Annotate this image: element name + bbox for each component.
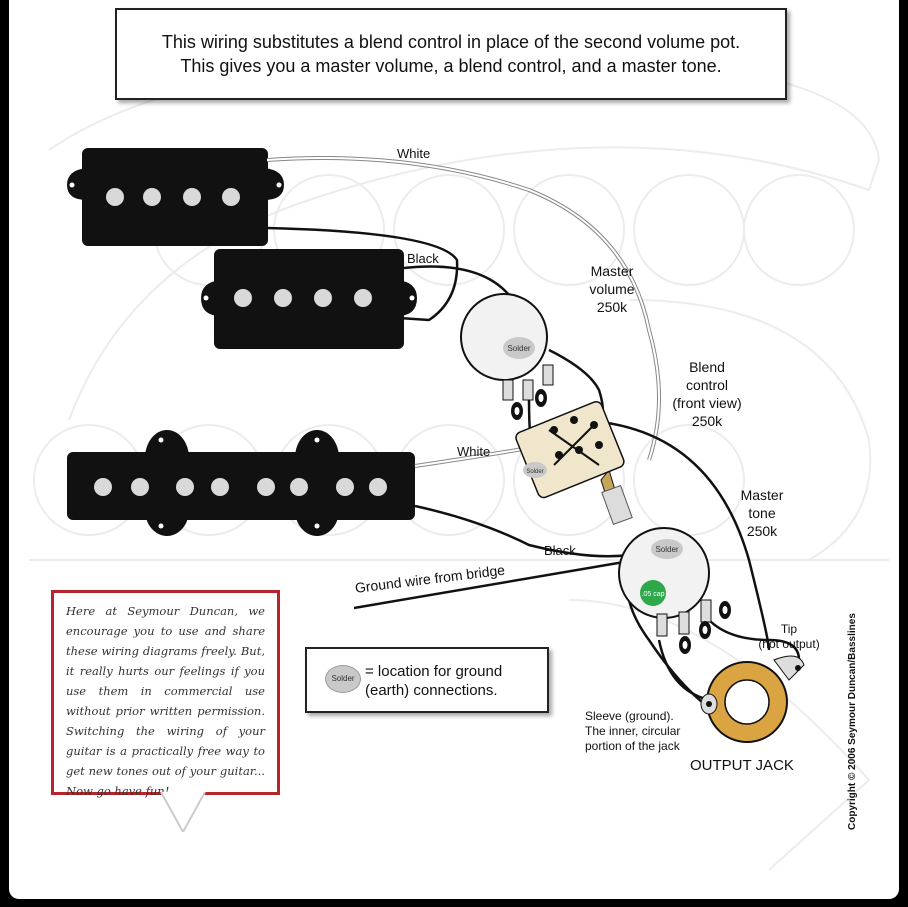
header-line-2: This gives you a master volume, a blend … [180,56,722,76]
pickup-p-upper [67,148,284,246]
master-volume-solder-tag: Solder [507,344,530,353]
legend-solder-chip: Solder [325,665,361,693]
cap-tag: .05 cap [642,591,665,598]
label-black-top: Black [407,251,439,266]
note-box: Here at Seymour Duncan, we encourage you… [51,590,280,798]
blend-solder-tag: Solder [526,469,543,475]
label-tip: Tip (hot output) [758,622,820,651]
wiring-diagram: Solder Solder Solder .05 cap [29,55,889,871]
pickup-j [67,430,415,536]
label-sleeve: Sleeve (ground). The inner, circular por… [585,709,681,753]
white-wires [266,156,661,468]
label-master-volume: Master volume 250k [589,263,635,315]
header-line-1: This wiring substitutes a blend control … [161,32,741,52]
note-tail [160,792,206,832]
label-white-mid: White [457,444,491,459]
diagram-canvas: Solder Solder Solder .05 cap [9,0,899,899]
copyright-text: Copyright © 2006 Seymour Duncan/Bassline… [847,613,858,830]
legend-text: = location for ground (earth) connection… [365,663,503,699]
label-master-tone: Master tone 250k [740,487,784,539]
master-volume-pot: Solder [460,293,554,420]
legend-box: Solder = location for ground (earth) con… [305,647,549,713]
header-box: This wiring substitutes a blend control … [115,8,787,100]
master-tone-solder-tag: Solder [655,545,678,554]
label-white-top: White [397,146,431,161]
blend-control-pot: Solder [515,401,633,526]
note-text: Here at Seymour Duncan, we encourage you… [66,604,265,798]
pickup-p-lower [201,249,417,349]
master-tone-pot: Solder .05 cap [618,527,731,654]
label-output-jack: OUTPUT JACK [690,757,794,774]
label-blend-control: Blend control (front view) 250k [672,359,742,429]
label-black-mid: Black [544,543,576,558]
output-jack [700,655,805,743]
